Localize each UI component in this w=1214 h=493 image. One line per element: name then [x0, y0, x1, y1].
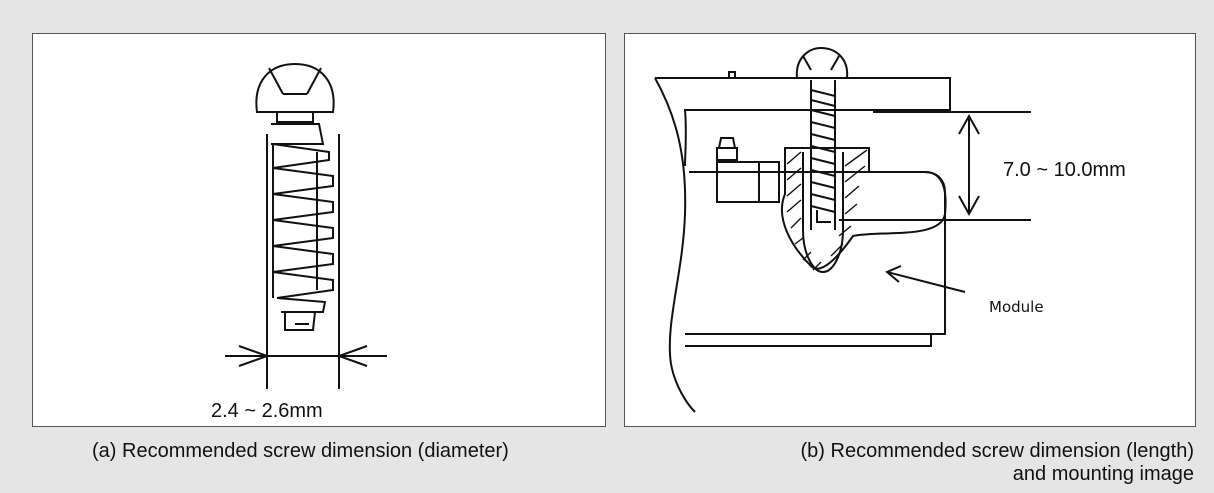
screw-head: [795, 46, 849, 79]
length-dimension-label: 7.0 ~ 10.0mm: [1003, 159, 1126, 181]
diameter-caption: (a) Recommended screw dimension (diamete…: [92, 440, 509, 462]
length-caption-line2: and mounting image: [1012, 463, 1194, 485]
screw-head: [255, 62, 335, 113]
mounting-screw-threads: [810, 80, 836, 230]
screw-tip: [284, 311, 316, 331]
screw-diameter-panel: 2.4 ~ 2.6mm: [32, 33, 606, 427]
screw-diameter-drawing: 2.4 ~ 2.6mm: [203, 62, 387, 423]
module-body: [685, 171, 946, 335]
mounting-drawing: 7.0 ~ 10.0mm Module: [654, 46, 1126, 413]
length-caption-line1: (b) Recommended screw dimension (length): [800, 440, 1195, 462]
diameter-dimension-label: 2.4 ~ 2.6mm: [211, 400, 323, 422]
module-label: Module: [989, 298, 1044, 316]
screw-length-panel: 7.0 ~ 10.0mm Module: [624, 33, 1196, 427]
screw-threads: [271, 123, 334, 313]
cover-plate: [655, 77, 951, 167]
length-caption: (b) Recommended screw dimension (length)…: [801, 440, 1195, 486]
